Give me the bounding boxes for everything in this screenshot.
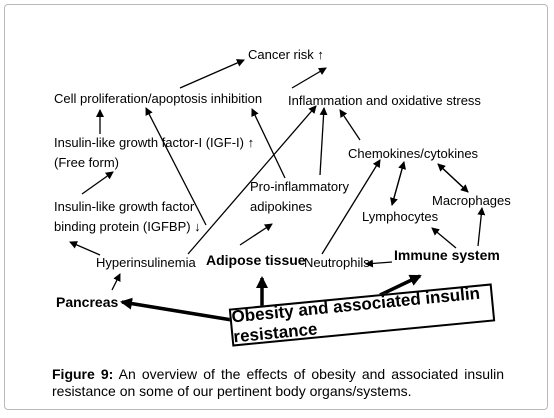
arrow-immune-to-lymphocytes (431, 227, 457, 249)
label-macrophages: Macrophages (432, 193, 511, 208)
arrow-neutrophils-to-chemokines (321, 159, 381, 255)
arrow-adipokines-to-cellprolif (251, 108, 286, 179)
caption-figure-label: Figure 9: (52, 366, 114, 382)
arrow-adipokines-to-inflammation (319, 107, 328, 176)
caption-text: An overview of the effects of obesity an… (52, 366, 504, 399)
figure-caption: Figure 9: An overview of the effects of … (52, 366, 504, 400)
label-hyperinsulinemia: Hyperinsulinemia (96, 255, 196, 270)
arrow-adipose-to-adipokines (239, 223, 273, 246)
label-lymphocytes: Lymphocytes (362, 209, 439, 224)
label-proinflammatory-line1: Pro-inflammatory (250, 179, 349, 194)
arrow-pancreas-to-hyper (111, 273, 121, 291)
arrow-obesity-to-pancreas (120, 297, 239, 323)
arrow-immune-to-neutrophils (365, 259, 393, 268)
arrow-adipose-to-inflammation (187, 105, 317, 255)
label-igf1-line1: Insulin-like growth factor-I (IGF-I) ↑ (54, 135, 255, 150)
label-neutrophils: Neutrophils (304, 255, 370, 270)
arrow-chemokines-to-inflammation (339, 109, 361, 141)
arrow-cellprolif-to-cancer (179, 59, 245, 89)
label-immune-system: Immune system (394, 247, 500, 263)
label-proinflammatory-line2: adipokines (250, 199, 313, 214)
label-cell-proliferation: Cell proliferation/apoptosis inhibition (54, 91, 263, 106)
arrow-chemokines-to-macrophages (437, 163, 469, 193)
arrow-chemokines-to-lymphocytes (390, 161, 405, 206)
arrow-inflammation-to-cancer (291, 67, 327, 89)
label-igfbp-line2: binding protein (IGFBP) ↓ (54, 219, 201, 234)
arrow-igfbp-to-igf1 (81, 171, 114, 195)
label-igfbp-line1: Insulin-like growth factor (54, 199, 195, 214)
arrow-obesity-to-immune (379, 274, 422, 297)
label-adipose-tissue: Adipose tissue (206, 252, 306, 268)
label-cancer-risk: Cancer risk ↑ (248, 47, 324, 62)
label-igf1-line2: (Free form) (54, 155, 119, 170)
label-chemokines: Chemokines/cytokines (348, 146, 479, 161)
label-pancreas: Pancreas (56, 294, 119, 310)
figure-frame (4, 4, 548, 410)
label-inflammation: Inflammation and oxidative stress (288, 93, 481, 108)
arrow-hyper-to-cellprolif (145, 107, 207, 226)
arrow-immune-to-macrophages (477, 207, 486, 247)
arrow-hyper-to-igfbp (69, 241, 101, 256)
